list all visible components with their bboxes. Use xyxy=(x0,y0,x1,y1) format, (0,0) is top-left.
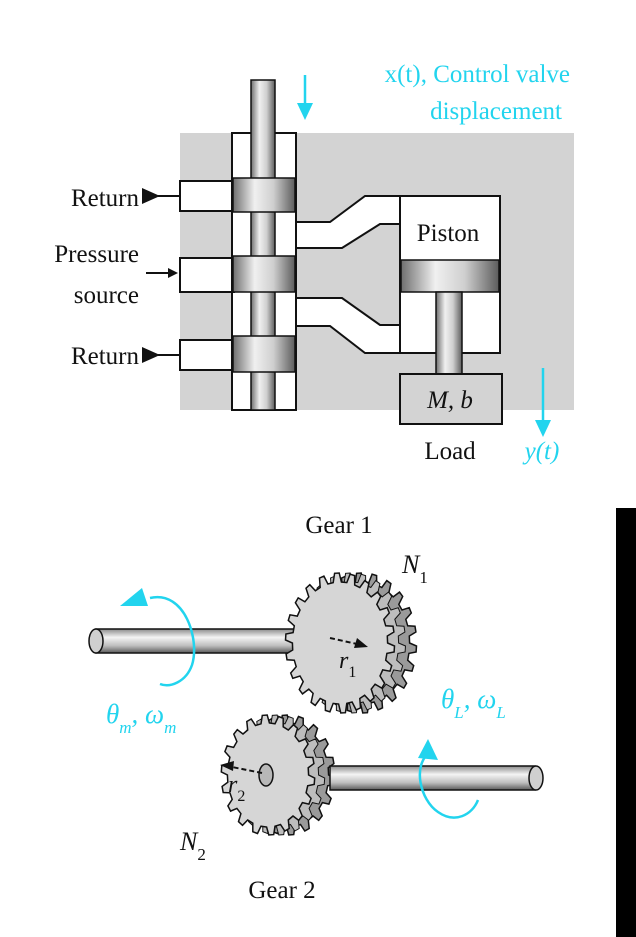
x-displacement-arrow xyxy=(297,75,313,120)
load-block xyxy=(399,373,503,425)
theta-l-omega-l-label: θL, ωL xyxy=(441,684,506,722)
n1-label: N1 xyxy=(401,550,428,587)
piston-rod xyxy=(435,291,463,377)
r1-label: r1 xyxy=(339,648,356,681)
y-output-arrow xyxy=(535,368,551,437)
gear-2 xyxy=(220,714,336,836)
gear-1-face xyxy=(284,572,396,714)
gear-front-face xyxy=(284,572,396,714)
n2-label: N2 xyxy=(179,827,206,864)
spool-land-middle xyxy=(232,255,296,293)
return-top-label: Return xyxy=(71,185,140,212)
theta-m-omega-m-label: θm, ωm xyxy=(106,699,176,737)
output-rotation-arrow xyxy=(418,739,480,819)
r2-label: r2 xyxy=(228,772,245,805)
piston-head xyxy=(400,259,500,293)
spool-land-bottom xyxy=(232,335,296,373)
piston-label: Piston xyxy=(417,220,480,247)
x-displacement-label-line2: displacement xyxy=(430,98,562,125)
load-mass-label: M, b xyxy=(426,387,473,414)
hydraulic-valve: x(t), Control valve displacement Return … xyxy=(54,61,574,465)
return-port-top xyxy=(179,180,235,212)
gear-train: Gear 1 Gear 2 N1 N2 r1 r2 θm, ωm θL, ωL xyxy=(88,512,544,904)
load-label: Load xyxy=(424,438,476,465)
r1-radius-arrow xyxy=(329,637,368,648)
gear-1 xyxy=(284,572,418,714)
r2-radius-arrow xyxy=(220,761,263,774)
y-output-label: y(t) xyxy=(522,438,560,465)
pressure-port xyxy=(179,257,235,293)
return-port-bottom xyxy=(179,339,235,371)
gear-2-label: Gear 2 xyxy=(248,877,315,904)
x-displacement-label: x(t), Control valve xyxy=(385,61,570,88)
output-shaft xyxy=(329,765,544,791)
black-side-bar xyxy=(616,508,636,937)
input-rotation-arrow xyxy=(120,588,196,687)
gear-1-label: Gear 1 xyxy=(305,512,372,539)
spool-land-top xyxy=(232,177,296,213)
pressure-source-label-line2: source xyxy=(74,282,139,309)
pressure-source-label: Pressure xyxy=(54,241,139,268)
return-bottom-label: Return xyxy=(71,343,140,370)
gear-2-hub xyxy=(258,763,274,787)
